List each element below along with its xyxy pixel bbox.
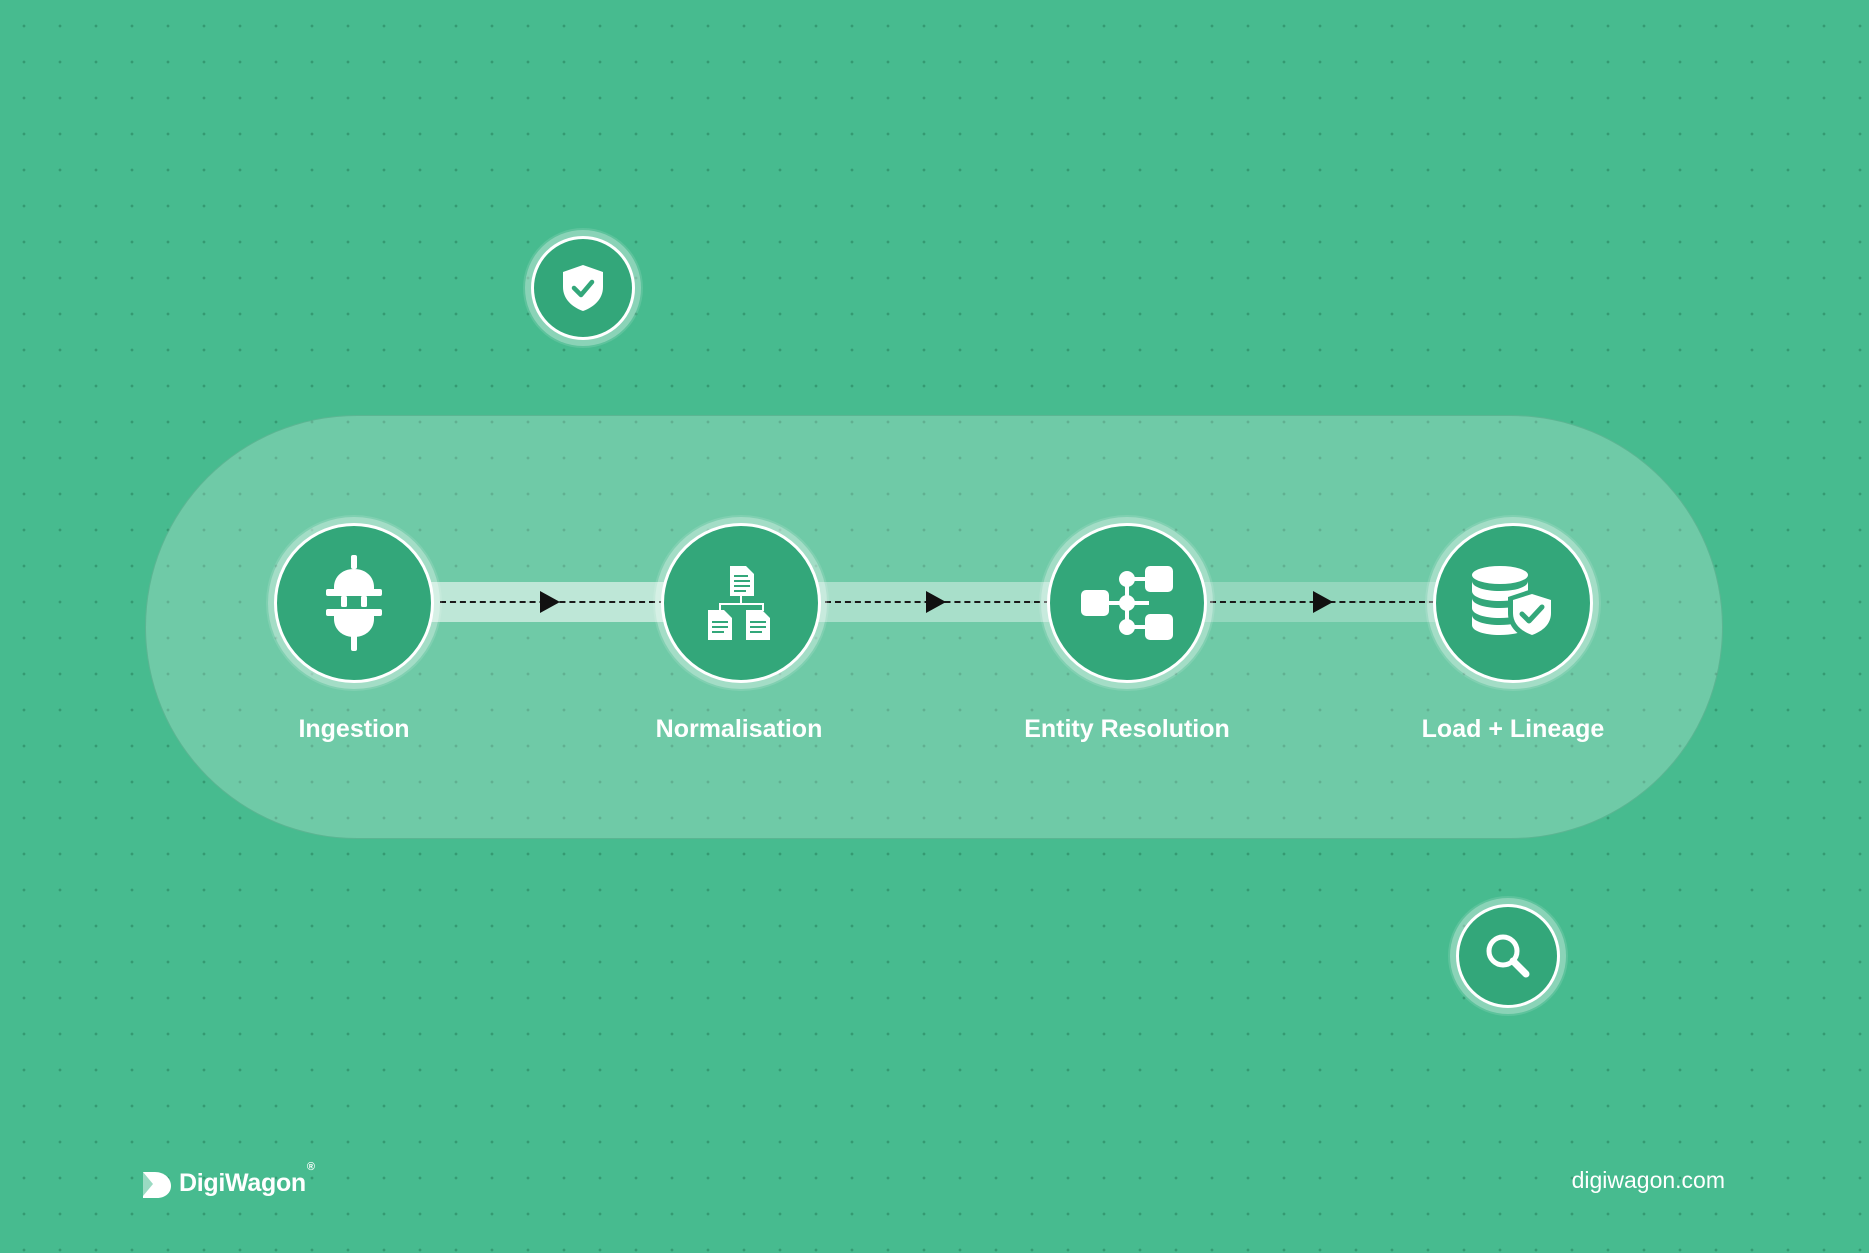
- shield-check-icon: [563, 265, 603, 311]
- document-hierarchy-icon: [708, 566, 770, 640]
- arrowhead-icon: [540, 591, 560, 613]
- floating-shield-node: [531, 236, 635, 340]
- search-icon: [1486, 934, 1530, 978]
- stage-normalisation-label: Normalisation: [655, 715, 823, 743]
- website-url: digiwagon.com: [1571, 1167, 1725, 1193]
- plug-icon: [326, 555, 382, 651]
- digiwagon-logo-icon: [143, 1171, 171, 1198]
- stage-ingestion-label: Ingestion: [298, 715, 410, 743]
- registered-mark: ®: [306, 1161, 315, 1173]
- stage-entity-resolution-node: [1047, 523, 1207, 683]
- stage-entity-resolution-label: Entity Resolution: [1024, 715, 1230, 743]
- database-shield-icon: [1472, 566, 1556, 641]
- stage-load-lineage-label: Load + Lineage: [1421, 715, 1605, 743]
- arrowhead-icon: [1313, 591, 1333, 613]
- stage-normalisation-node: [661, 523, 821, 683]
- arrowhead-icon: [926, 591, 946, 613]
- stage-ingestion-node: [274, 523, 434, 683]
- brand-name: DigiWagon®: [179, 1161, 315, 1197]
- entity-graph-icon: [1081, 566, 1173, 640]
- brand-logo: DigiWagon®: [143, 1161, 315, 1198]
- stage-load-lineage-node: [1433, 523, 1593, 683]
- floating-search-node: [1456, 904, 1560, 1008]
